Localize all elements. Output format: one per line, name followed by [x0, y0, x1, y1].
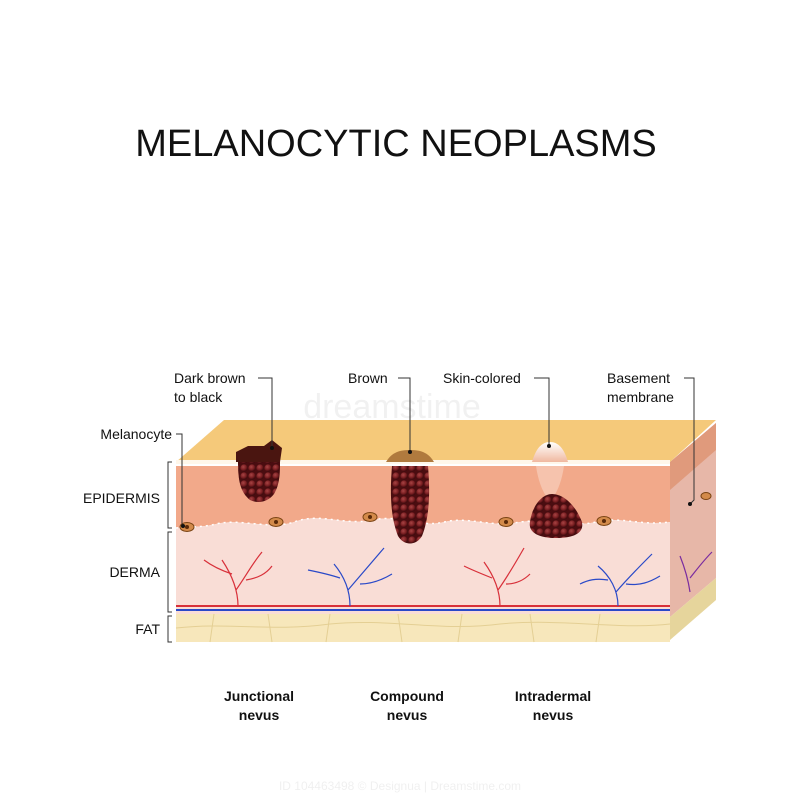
skin-surface — [176, 420, 716, 462]
melanocyte-cell — [700, 492, 712, 500]
melanocyte-cell — [268, 517, 284, 527]
block-side-fat — [670, 578, 716, 640]
capillaries — [203, 547, 713, 607]
junctional-nevus — [236, 440, 282, 502]
compound-nevus — [386, 450, 434, 544]
caption-junctional-line1: Junctional — [224, 688, 294, 704]
label-brown: Brown — [348, 370, 388, 386]
derma-layer — [176, 518, 670, 616]
fat-cells — [175, 613, 671, 643]
label-basement-line1: Basement — [607, 370, 670, 386]
leader-dark-brown — [258, 377, 273, 448]
melanocyte-cell — [596, 516, 612, 526]
melanocyte-cell — [498, 517, 514, 527]
leader-brown — [398, 377, 411, 452]
leader-basement — [684, 377, 695, 505]
leader-skin-colored — [534, 377, 550, 446]
caption-compound-line2: nevus — [387, 707, 428, 723]
diagram-title: MELANOCYTIC NEOPLASMS — [135, 123, 657, 165]
leader-dot — [408, 450, 412, 454]
layer-brackets — [167, 461, 172, 643]
capillary-red-1 — [203, 551, 273, 607]
label-basement-line2: membrane — [607, 389, 674, 405]
fat-layer — [176, 614, 670, 642]
leader-dot — [181, 524, 185, 528]
melanocyte-cell — [179, 522, 195, 532]
bracket-fat — [167, 615, 172, 643]
basement-membrane — [175, 517, 671, 529]
watermark-id: ID 104463498 © Designua | Dreamstime.com — [279, 779, 521, 793]
leader-dot — [270, 446, 274, 450]
label-fat: FAT — [135, 621, 160, 637]
label-epidermis: EPIDERMIS — [83, 490, 160, 506]
label-derma: DERMA — [109, 564, 160, 580]
capillary-blue-2 — [579, 553, 661, 607]
capillary-blue-1 — [307, 547, 393, 607]
label-skin-colored: Skin-colored — [443, 370, 521, 386]
label-dark-brown-line2: to black — [174, 389, 223, 405]
leader-dot — [688, 502, 692, 506]
leader-melanocyte — [176, 433, 183, 524]
label-melanocyte: Melanocyte — [100, 426, 172, 442]
intradermal-nevus — [529, 442, 583, 538]
label-dark-brown-line1: Dark brown — [174, 370, 246, 386]
leader-lines — [176, 377, 695, 524]
bracket-epidermis — [167, 461, 172, 529]
melanocytes — [179, 492, 712, 532]
caption-compound-line1: Compound — [370, 688, 444, 704]
watermark-text: dreamstime — [303, 388, 481, 426]
capillary-red-2 — [463, 547, 531, 607]
capillary-side — [679, 551, 713, 593]
bracket-derma — [167, 531, 172, 613]
leader-dot — [547, 444, 551, 448]
melanocyte-cell — [362, 512, 378, 522]
caption-intradermal-line1: Intradermal — [515, 688, 591, 704]
caption-intradermal-line2: nevus — [533, 707, 574, 723]
caption-junctional-line2: nevus — [239, 707, 280, 723]
block-side-epidermis — [670, 423, 716, 490]
